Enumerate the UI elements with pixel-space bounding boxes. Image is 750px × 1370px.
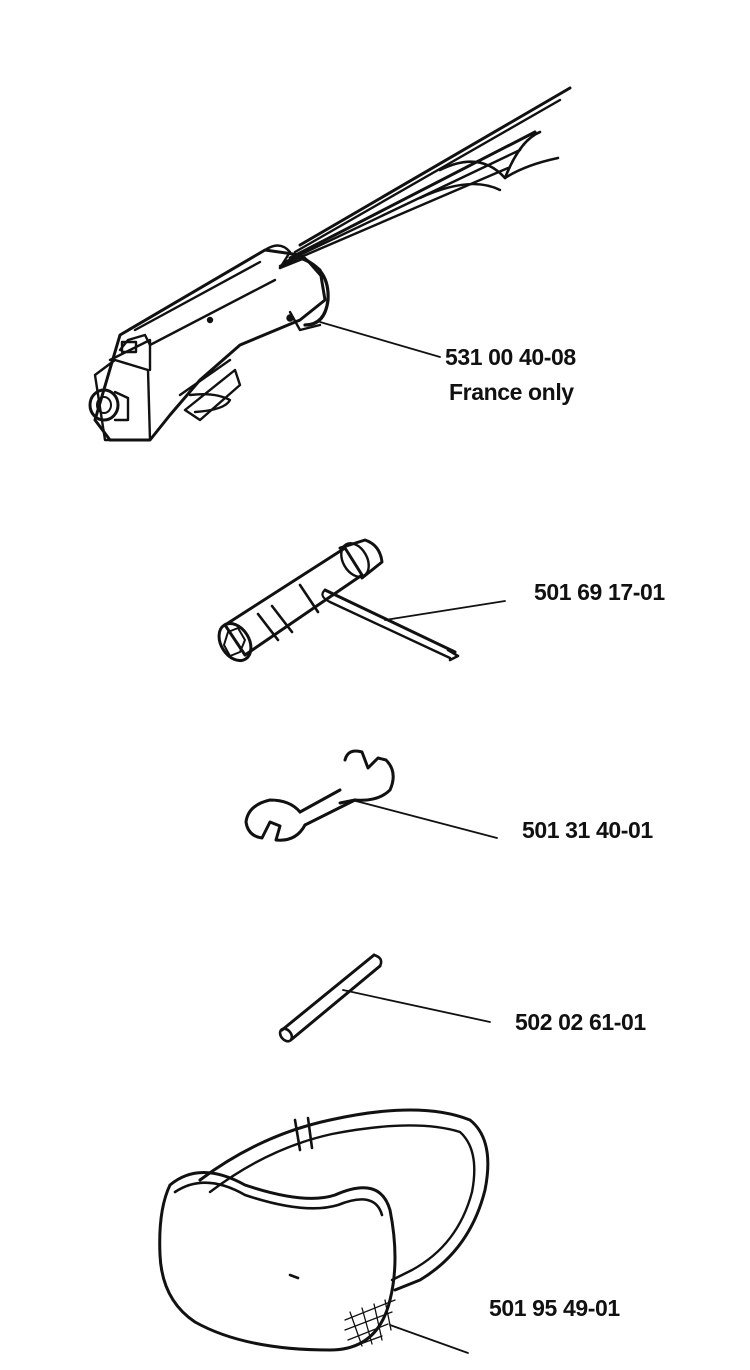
part-number-label-2: 501 69 17-01 — [534, 579, 665, 605]
open-end-wrench-icon — [244, 749, 498, 842]
part-note-label-1: France only — [449, 379, 574, 405]
part-number-label-3: 501 31 40-01 — [522, 817, 653, 843]
part-number-label-5: 501 95 49-01 — [489, 1295, 620, 1321]
t-wrench-icon — [217, 538, 506, 663]
pin-icon — [278, 953, 491, 1043]
visor-icon — [158, 1108, 490, 1354]
part-number-label-4: 502 02 61-01 — [515, 1009, 646, 1035]
part-number-label-1: 531 00 40-08 — [445, 344, 576, 370]
harness-handle-icon — [88, 86, 572, 442]
